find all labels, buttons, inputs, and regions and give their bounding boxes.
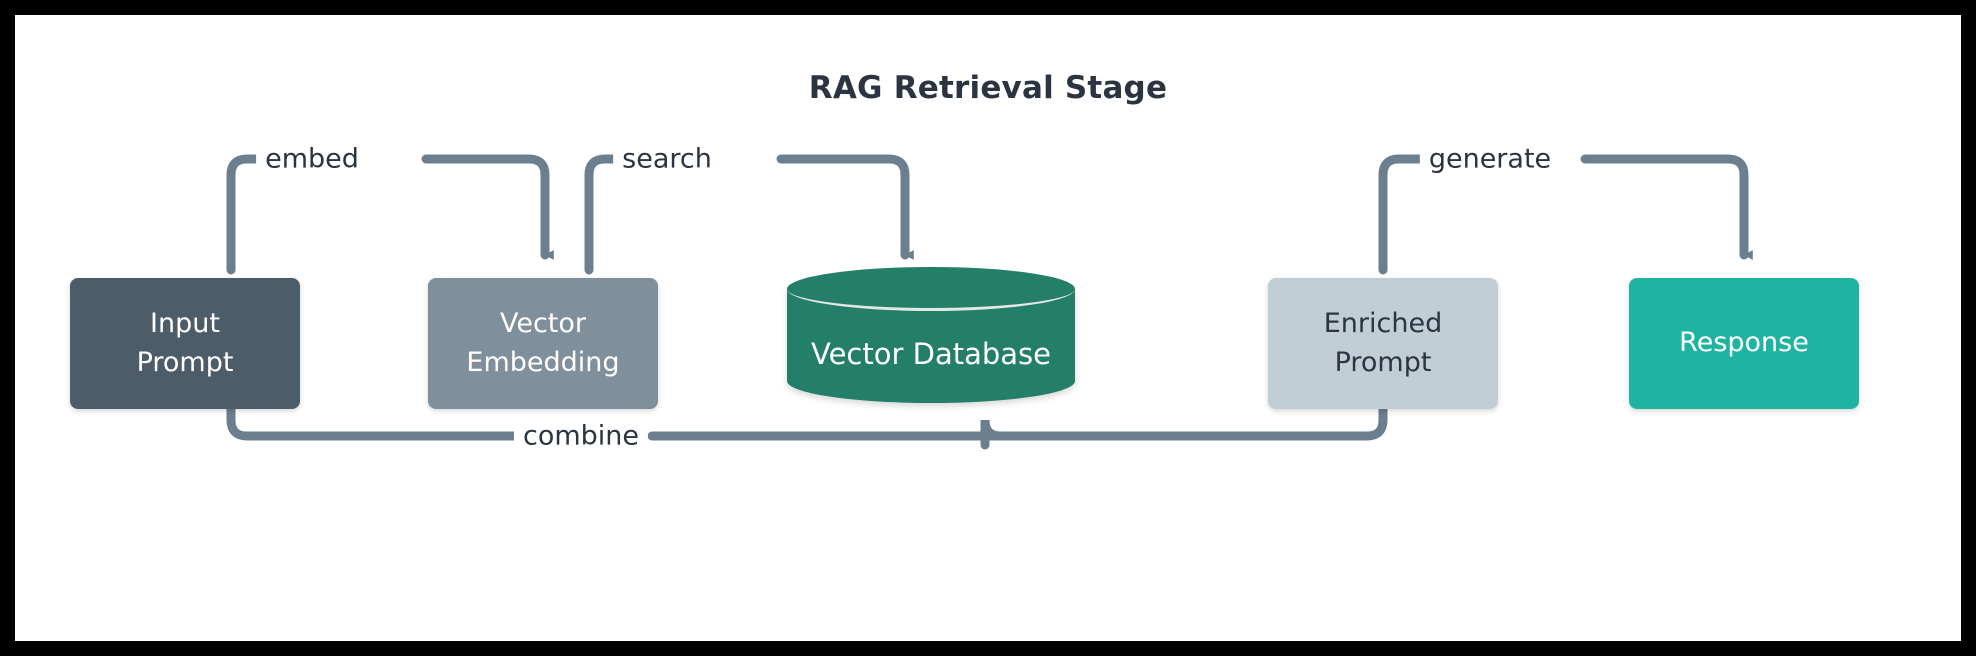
edge-label-embed: embed	[256, 143, 368, 175]
edge-path-embed	[226, 154, 324, 275]
cylinder-top-ellipse	[787, 267, 1075, 311]
diagram-canvas: RAG Retrieval Stage	[15, 15, 1961, 641]
edge-label-search: search	[613, 143, 721, 175]
node-label-line2: Embedding	[466, 346, 620, 378]
node-input-prompt[interactable]: Input Prompt	[70, 278, 300, 409]
node-label-line1: Response	[1679, 327, 1809, 359]
edge-label-combine: combine	[513, 420, 649, 452]
node-label-line2: Prompt	[136, 346, 234, 378]
page-title: RAG Retrieval Stage	[808, 70, 1168, 106]
edge-path-generate	[1378, 154, 1463, 275]
node-vector-database[interactable]: Vector Database	[787, 267, 1075, 425]
edge-path-search-2	[776, 154, 914, 260]
edge-path-generate-2	[1580, 154, 1753, 260]
edge-path-search	[584, 154, 679, 275]
node-vector-embedding[interactable]: Vector Embedding	[428, 278, 658, 409]
node-label-line1: Vector Database	[810, 337, 1051, 371]
edge-path-embed-2	[421, 154, 554, 260]
node-label-line1: Input	[150, 308, 220, 340]
node-response[interactable]: Response	[1629, 278, 1859, 409]
edge-label-generate: generate	[1419, 143, 1561, 175]
node-label-line2: Prompt	[1334, 346, 1432, 378]
node-label-line1: Enriched	[1323, 308, 1443, 340]
node-enriched-prompt[interactable]: Enriched Prompt	[1268, 278, 1498, 409]
node-label-line1: Vector	[499, 308, 587, 340]
